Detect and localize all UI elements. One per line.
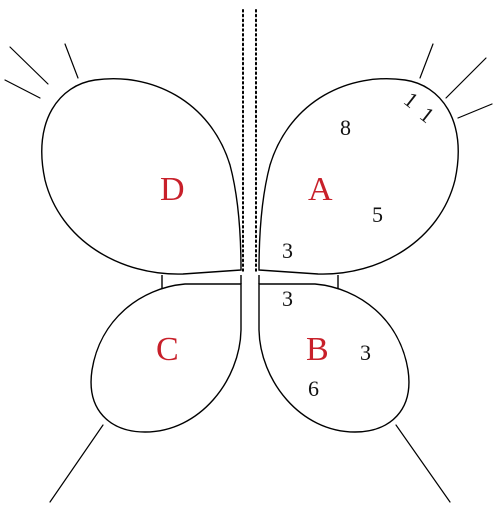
wing-c-label: C [156,331,179,368]
wing-a-number: 5 [372,202,383,227]
antenna-left-1 [4,79,41,99]
antenna-right-3 [457,103,493,119]
antenna-left-2 [9,46,49,85]
wing-a-number: 8 [340,115,351,140]
wing-d-outline [41,78,242,275]
wing-b-outline [258,283,410,433]
antenna-left-3 [64,43,79,79]
wing-a-number: 1 [399,86,423,112]
wing-a-label: A [308,171,333,208]
wing-b-label: B [306,331,329,368]
wing-b-number: 6 [308,376,319,401]
wing-d-label: D [160,171,185,208]
wing-a-outline [258,78,459,275]
wing-a-number: 1 [415,101,439,127]
antenna-right-2 [445,57,487,99]
antenna-right-1 [419,43,434,79]
wing-c-outline [90,283,242,433]
hinge-right [258,275,339,289]
hinge-left [161,275,242,289]
tail-left [49,424,104,503]
tail-right [395,424,451,503]
wing-b-number: 3 [360,340,371,365]
wing-a-number: 3 [282,238,293,263]
wing-b-number: 3 [282,286,293,311]
